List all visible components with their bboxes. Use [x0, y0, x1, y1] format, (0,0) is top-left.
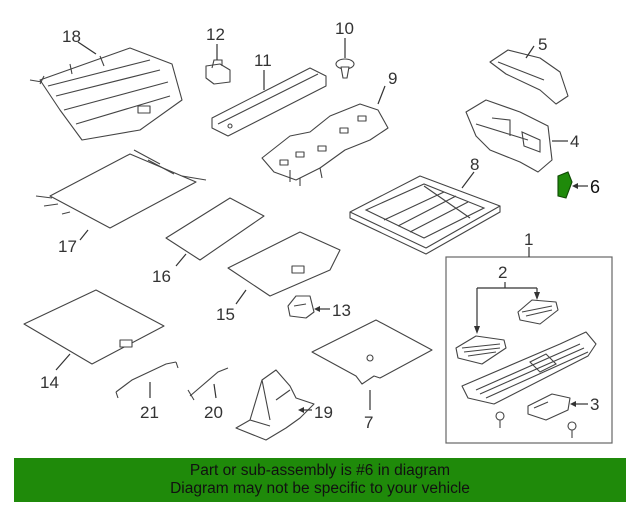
part-3-clip-bracket — [527, 393, 571, 421]
part-4-side-panel — [465, 99, 553, 173]
part-sill-plate — [461, 331, 597, 405]
part-8-cargo-box — [349, 175, 501, 255]
callout-11: 11 — [254, 51, 272, 70]
callout-17: 17 — [58, 237, 77, 256]
callout-9: 9 — [388, 69, 397, 88]
part-19-tool-tray — [235, 369, 315, 441]
part-17-cargo-net — [35, 149, 207, 229]
callout-14: 14 — [40, 373, 59, 392]
part-7-floor-board — [311, 319, 433, 385]
part-15-floor-mat — [227, 231, 341, 297]
part-2-scuff-plates — [455, 299, 559, 365]
part-13-bracket — [287, 295, 315, 319]
banner-line-2: Diagram may not be specific to your vehi… — [170, 480, 470, 497]
part-21-jack-handle — [115, 361, 179, 399]
callout-20: 20 — [204, 403, 223, 422]
part-6-highlighted — [557, 171, 573, 199]
callout-13: 13 — [332, 301, 351, 320]
part-screws — [495, 411, 577, 438]
callout-3: 3 — [590, 395, 599, 414]
part-16-flat-mat — [165, 197, 265, 261]
info-banner: Part or sub-assembly is #6 in diagram Di… — [14, 458, 626, 502]
part-10-push-clip — [335, 58, 355, 79]
part-14-large-mat — [23, 289, 165, 365]
callout-7: 7 — [364, 413, 373, 432]
callout-18: 18 — [62, 27, 81, 46]
callout-4: 4 — [570, 132, 579, 151]
part-18-cargo-cover — [29, 47, 183, 141]
part-9-floor-panel — [261, 103, 389, 186]
part-5-side-trim — [489, 49, 569, 105]
callout-2: 2 — [498, 263, 507, 282]
part-11-trim-strip — [211, 67, 327, 137]
callout-15: 15 — [216, 305, 235, 324]
banner-line-1: Part or sub-assembly is #6 in diagram — [189, 462, 451, 479]
callout-21: 21 — [140, 403, 159, 422]
part-12-clip — [205, 59, 231, 85]
part-20-wrench — [187, 367, 229, 401]
callout-5: 5 — [538, 35, 547, 54]
callout-6: 6 — [590, 177, 600, 197]
callout-10: 10 — [335, 19, 354, 38]
callout-8: 8 — [470, 155, 479, 174]
callout-16: 16 — [152, 267, 171, 286]
callout-12: 12 — [206, 25, 225, 44]
callout-19: 19 — [314, 403, 333, 422]
callout-1: 1 — [524, 230, 533, 249]
